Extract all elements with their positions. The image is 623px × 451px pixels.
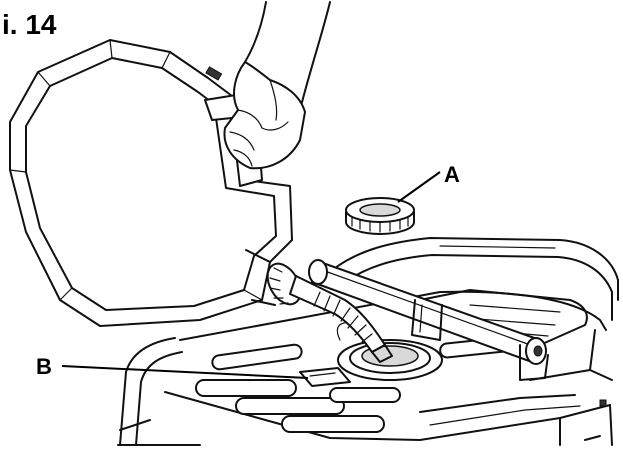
tank-rib-3 (281, 415, 385, 433)
tank-panel-rib-1 (469, 304, 561, 313)
nozzle-ribs (313, 291, 373, 343)
cap-grip-ridges (351, 215, 409, 233)
handle-left-end-cap (308, 259, 328, 285)
callout-b-label: B (36, 354, 52, 379)
hand-holding-can (223, 1, 331, 170)
fuel-gauge-marker-b (299, 367, 351, 387)
tank-bottom-right-block (559, 404, 613, 446)
hand-thumb (261, 121, 289, 131)
handle-center-bracket (411, 299, 443, 341)
fuel-can-body-inner (25, 57, 277, 311)
frame-bottom-rail (117, 419, 201, 446)
frame-top-tube-inner (344, 254, 613, 293)
tank-front-edge (164, 391, 611, 441)
generator-carry-handle (308, 259, 549, 381)
fuel-can-facet-1 (9, 39, 263, 301)
forearm-left-edge (244, 1, 267, 63)
fuel-can-nozzle (289, 275, 393, 363)
frame-left-tube-inner (135, 351, 183, 446)
tank-rib-5 (211, 343, 303, 371)
tank-raised-panel (419, 289, 588, 349)
generator-tank-top (164, 289, 613, 446)
figure-number: i. 14 (2, 9, 57, 40)
tank-lower-step (419, 394, 576, 413)
frame-top-tube-outer (334, 237, 619, 281)
frame-top-tube-highlight (439, 245, 556, 249)
tank-lower-step-2 (429, 405, 581, 426)
nozzle-tip (371, 344, 393, 363)
hand-fingers (229, 79, 278, 167)
tank-rib-4 (329, 387, 401, 403)
hand-fist (223, 61, 306, 170)
frame-left-tube (119, 337, 176, 446)
handle-center-bracket-inner (419, 304, 423, 333)
fuel-can-spout-neck (245, 249, 276, 306)
tank-rib-2 (235, 397, 345, 415)
tank-ribs (195, 335, 521, 433)
fuel-can-vent (205, 66, 223, 81)
cap-center-recess (359, 203, 401, 217)
callout-b-leader (61, 365, 309, 379)
handle-right-bracket (519, 344, 549, 381)
tank-small-screw (599, 399, 607, 407)
generator-frame (117, 237, 619, 446)
fuel-gauge-marker-inner (309, 372, 336, 377)
tank-side-edge (529, 329, 613, 381)
frame-right-edge (611, 279, 619, 321)
tank-rib-1 (195, 379, 297, 397)
handle-bar-highlight (321, 269, 537, 348)
callout-a-leader (397, 171, 441, 203)
fuel-cap-a (345, 197, 415, 235)
forearm-right-edge (299, 1, 331, 111)
handle-right-pivot (533, 345, 543, 357)
spout-collar-ridges (269, 267, 289, 305)
callout-a-label: A (444, 162, 460, 187)
